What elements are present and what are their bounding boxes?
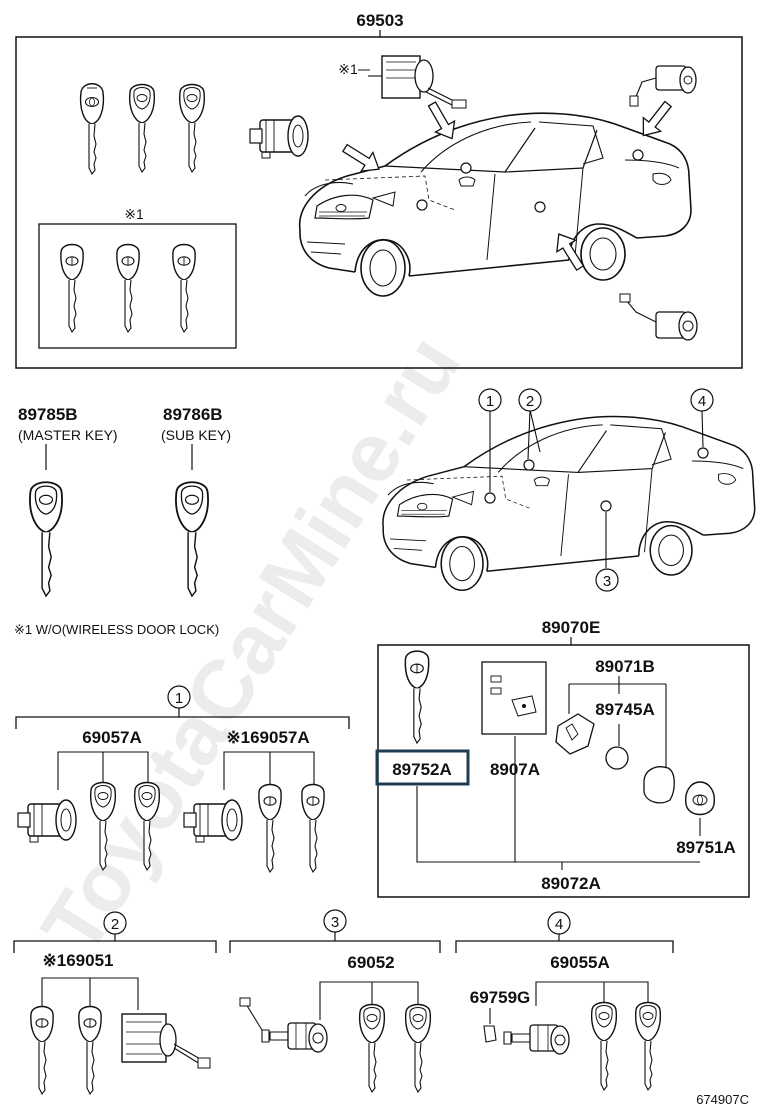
lock-marker: ※1 <box>338 61 358 77</box>
location-marker-2: 2 <box>526 393 534 410</box>
key-icon <box>301 783 325 873</box>
set-1-marker: 1 <box>175 690 183 707</box>
assembly-keys <box>79 83 206 175</box>
top-car-illustration <box>298 112 692 297</box>
car-icon <box>298 112 692 297</box>
ignition-cylinder <box>249 115 309 159</box>
key-blank-icon <box>404 650 430 744</box>
wo-kit-frame <box>38 223 237 349</box>
top-assembly: 69503 ※1 <box>15 11 743 369</box>
drawing-number: 674907C <box>696 1092 749 1107</box>
sub-key-part-number[interactable]: 89786B <box>163 405 223 424</box>
set-3: 3 69052 <box>229 909 441 1093</box>
battery-icon <box>605 746 629 770</box>
car-icon <box>382 415 756 591</box>
key-icon <box>128 83 156 173</box>
set-3-marker: 3 <box>331 914 339 931</box>
key-icon <box>60 243 84 333</box>
set-2-part-number[interactable]: ※169051 <box>43 951 114 970</box>
battery-part-number[interactable]: 89745A <box>595 700 655 719</box>
front-door-cylinder <box>619 293 698 341</box>
set-2-marker: 2 <box>111 916 119 933</box>
transmitter-kit-part-number[interactable]: 89070E <box>542 618 601 637</box>
cover-key-head <box>685 781 715 816</box>
door-cylinder-icon <box>17 799 77 843</box>
set-2: 2 ※169051 <box>13 911 217 1095</box>
set-1: 1 69057A ※169057A <box>15 685 350 873</box>
sub-key-icon <box>175 481 209 597</box>
master-key-group: 89785B (MASTER KEY) <box>18 405 118 597</box>
set-1-right-part-number[interactable]: ※169057A <box>226 728 309 747</box>
master-key-part-number[interactable]: 89785B <box>18 405 78 424</box>
key-icon <box>634 1001 662 1091</box>
door-lock-assembly <box>368 55 467 109</box>
circuit-board <box>481 661 547 735</box>
door-lock-cylinder <box>121 1013 211 1069</box>
key-icon <box>178 83 206 173</box>
set-3-part-number[interactable]: 69052 <box>347 953 394 972</box>
set-4: 4 69055A 69759G <box>455 911 674 1091</box>
cover-piece <box>643 766 675 804</box>
sub-key-group: 89786B (SUB KEY) <box>161 405 231 597</box>
set-4-part-number[interactable]: 69055A <box>550 953 610 972</box>
set-4-sub-part-number[interactable]: 69759G <box>470 988 531 1007</box>
location-car: 1 2 3 4 <box>382 388 756 592</box>
sub-key-caption: (SUB KEY) <box>161 427 231 443</box>
key-icon <box>116 243 140 333</box>
transmitter-kit: 89070E 89752A 8907A 89071B 89745A 897 <box>375 618 750 898</box>
housing-piece <box>555 713 595 755</box>
door-cylinder-icon <box>261 1022 328 1053</box>
luggage-cylinder <box>629 65 697 107</box>
key-icon <box>404 1003 432 1093</box>
assembly-frame <box>15 36 743 369</box>
subassembly-part-number[interactable]: 89072A <box>541 874 601 893</box>
set-4-marker: 4 <box>555 916 563 933</box>
key-icon <box>172 243 196 333</box>
key-icon <box>30 1005 54 1095</box>
luggage-cylinder-icon <box>503 1024 570 1055</box>
key-icon <box>78 1005 102 1095</box>
location-marker-1: 1 <box>486 393 494 410</box>
wo-kit-keys <box>60 243 196 333</box>
master-key-icon <box>29 481 63 597</box>
footnote: ※1 W/O(WIRELESS DOOR LOCK) <box>14 622 219 637</box>
location-marker-4: 4 <box>698 393 706 410</box>
key-blank-highlight <box>375 749 470 786</box>
wo-kit-marker: ※1 <box>124 206 144 222</box>
location-marker-3: 3 <box>603 573 611 590</box>
set-1-left-part-number[interactable]: 69057A <box>82 728 142 747</box>
housing-part-number[interactable]: 89071B <box>595 657 655 676</box>
master-key-caption: (MASTER KEY) <box>18 427 118 443</box>
key-icon <box>358 1003 386 1093</box>
clip-icon <box>483 1025 497 1043</box>
cover-part-number[interactable]: 89751A <box>676 838 736 857</box>
lock-cylinder-icon <box>249 115 309 159</box>
arrow-icon <box>634 96 678 143</box>
assembly-part-number[interactable]: 69503 <box>356 11 403 30</box>
key-blank-part-number[interactable]: 89752A <box>392 760 452 779</box>
key-icon <box>79 83 105 175</box>
key-icon <box>258 783 282 873</box>
key-icon <box>590 1001 618 1091</box>
